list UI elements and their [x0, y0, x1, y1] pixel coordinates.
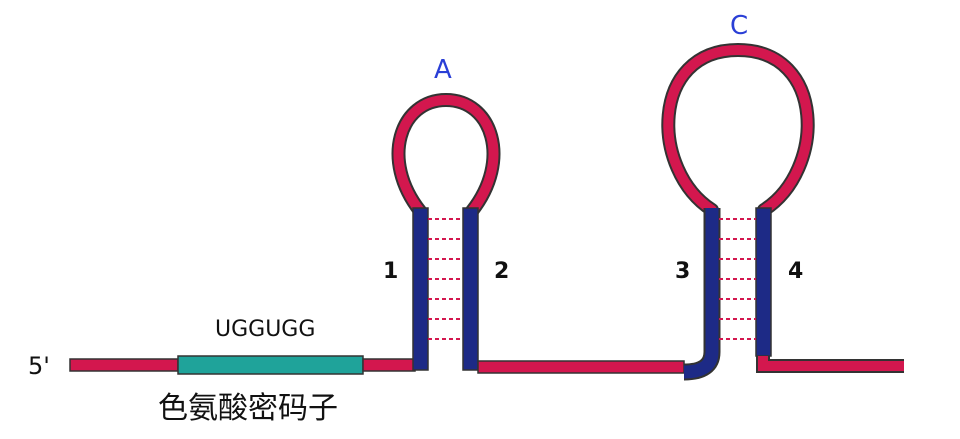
- segment-2-label: 2: [494, 259, 509, 284]
- codon-sequence-label: UGGUGG: [215, 317, 315, 342]
- loop-a-label: A: [434, 55, 452, 85]
- segment-3-label: 3: [675, 259, 690, 284]
- stem-segment-1: [412, 207, 429, 371]
- rna-strand-linker-1: [362, 358, 416, 372]
- codon-caption: 色氨酸密码子: [158, 391, 338, 426]
- base-pairs-3-4: [719, 218, 756, 340]
- stem-segment-4: [755, 207, 772, 357]
- loop-c-label: C: [730, 11, 748, 41]
- codon-box: [177, 355, 364, 375]
- segment-4-label: 4: [788, 259, 803, 284]
- base-pairs-1-2: [428, 218, 463, 340]
- rna-strand-linker-2: [477, 360, 685, 374]
- rna-strand-5prime: [69, 358, 179, 372]
- five-prime-label: 5': [28, 352, 50, 380]
- stem-segment-2: [462, 207, 479, 371]
- segment-1-label: 1: [383, 259, 398, 284]
